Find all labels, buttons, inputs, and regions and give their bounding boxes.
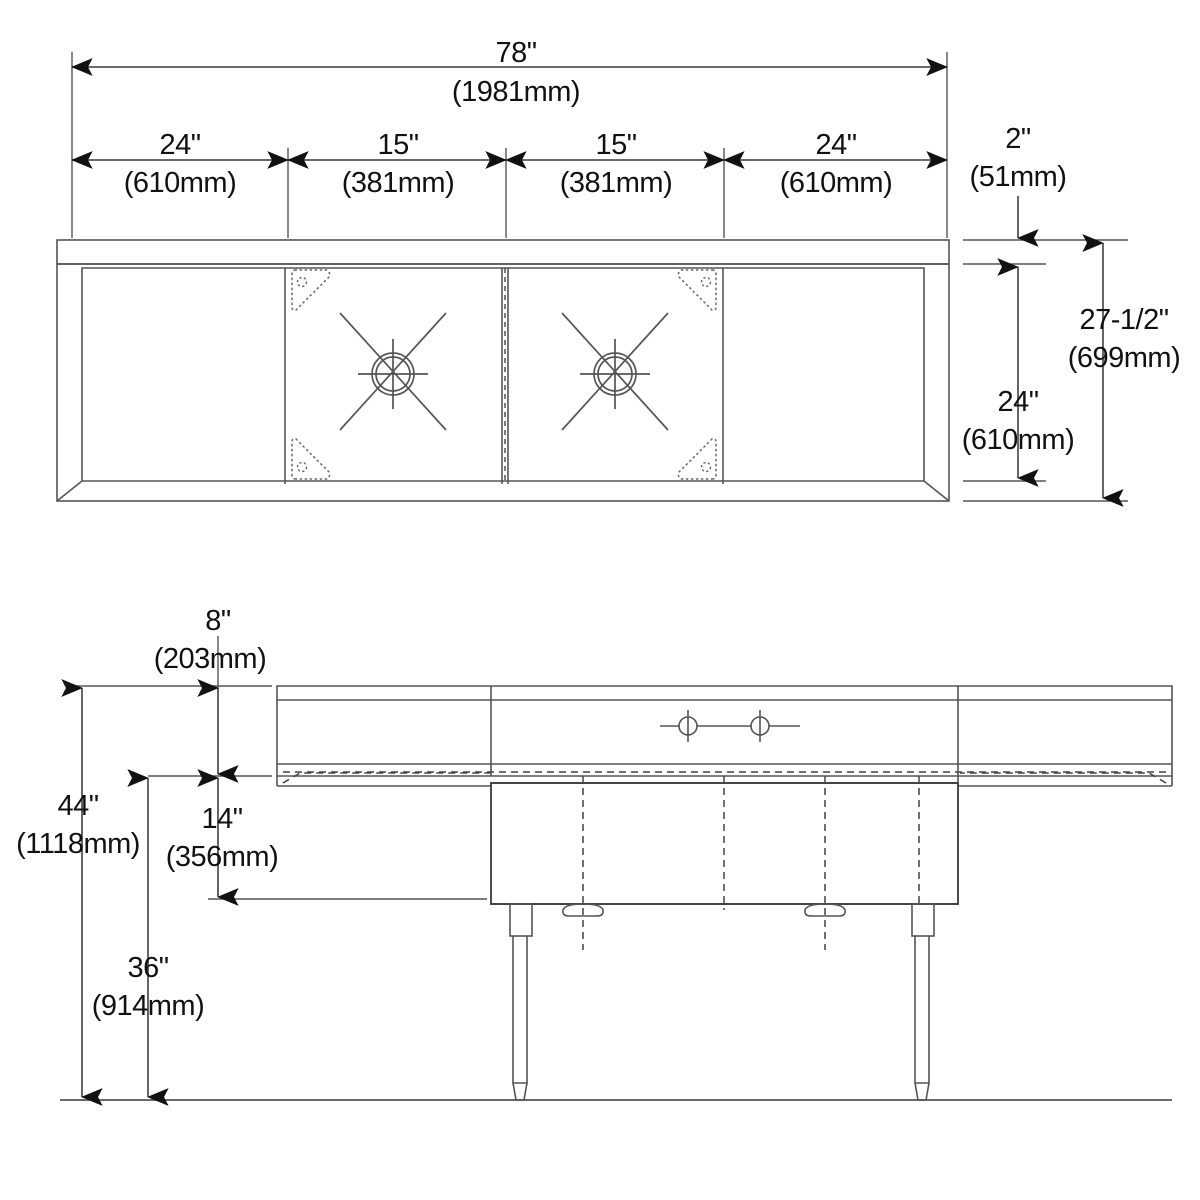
bowl-2-mm: (381mm) (560, 167, 673, 199)
overall-height-mm: (1118mm) (16, 828, 140, 860)
drain-bowl-1 (339, 312, 447, 431)
work-surface-height-mm: (914mm) (92, 990, 205, 1022)
dimension-work-surface-height: 36" (914mm) (92, 769, 205, 1106)
backsplash-height-inches: 8" (205, 605, 231, 637)
leg-left-bracket (509, 903, 533, 937)
gusset-bolt-bowl-1-top-left (296, 276, 308, 288)
leg-left-post (512, 936, 528, 1084)
leg-right-post (914, 936, 930, 1084)
drain-outlet-1 (562, 903, 604, 917)
gusset-bowl-2-bottom-right (677, 438, 717, 480)
overall-depth-inches: 27-1/2" (1079, 304, 1168, 336)
gusset-bolt-bowl-2-bottom-right (700, 461, 712, 473)
top-view-right-dimensions: 2" (51mm) 27-1/2" (699mm) 24" (610mm) (962, 123, 1181, 507)
top-view: 78" (1981mm) 24" (610mm) 15" (381mm) 15"… (56, 37, 1181, 507)
work-surface-height-inches: 36" (127, 952, 168, 984)
hidden-left-drainboard-slope (282, 772, 490, 784)
front-elevation-view: 8" (203mm) 14" (356mm) 44" (1118mm) 36" … (16, 605, 1173, 1106)
dimension-overall-width: 78" (1981mm) (71, 37, 948, 108)
bowl-1-mm: (381mm) (342, 167, 455, 199)
overall-height-inches: 44" (57, 790, 98, 822)
bowl-1 (291, 269, 447, 480)
corner-fold-left (56, 480, 83, 502)
bowl-2-inches: 15" (595, 129, 636, 161)
deck-outline (56, 263, 950, 502)
overall-depth-mm: (699mm) (1068, 342, 1181, 374)
dimension-bowl-height: 14" (356mm) (166, 769, 279, 906)
gusset-bolt-bowl-1-bottom-left (296, 461, 308, 473)
elevation-hidden-lines (282, 771, 1167, 950)
bowl-height-inches: 14" (201, 803, 242, 835)
left-drainboard-mm: (610mm) (124, 167, 237, 199)
gusset-bowl-1-bottom-left (291, 438, 331, 480)
bowl-2 (561, 269, 717, 480)
overall-width-inches: 78" (495, 37, 536, 69)
right-drainboard-mm: (610mm) (780, 167, 893, 199)
gusset-bolt-bowl-2-top-right (700, 276, 712, 288)
backsplash-depth-inches: 2" (1005, 123, 1031, 155)
dimension-overall-height: 44" (1118mm) (16, 679, 140, 1106)
backsplash-height-mm: (203mm) (154, 643, 267, 675)
left-drainboard-inches: 24" (159, 129, 200, 161)
gusset-bowl-1-top-left (291, 269, 331, 311)
leg-right-bracket (911, 903, 935, 937)
plan-geometry (56, 239, 950, 502)
bowl-depth-inches: 24" (997, 386, 1038, 418)
elevation-geometry (276, 685, 1173, 905)
drain-bowl-2 (561, 312, 669, 431)
drain-outlet-2 (804, 903, 846, 917)
drain-ray-diag-2 (561, 312, 669, 431)
right-drainboard-inches: 24" (815, 129, 856, 161)
bowl-body-elevation (490, 782, 959, 905)
corner-fold-right (923, 480, 950, 502)
bowl-height-mm: (356mm) (166, 841, 279, 873)
hidden-right-drainboard-slope (960, 772, 1167, 784)
gusset-bowl-2-top-right (677, 269, 717, 311)
drain-ray-diag-2 (339, 312, 447, 431)
faucet-assembly (660, 710, 800, 742)
backsplash-depth-mm: (51mm) (970, 161, 1067, 193)
drain-outlets (562, 903, 846, 917)
bowl-depth-mm: (610mm) (962, 424, 1075, 456)
bowl-1-inches: 15" (377, 129, 418, 161)
dimension-backsplash-height: 8" (203mm) (154, 605, 267, 783)
overall-width-mm: (1981mm) (452, 76, 580, 108)
dimension-segment-chain: 24" (610mm) 15" (381mm) 15" (381mm) 24" … (71, 129, 948, 199)
